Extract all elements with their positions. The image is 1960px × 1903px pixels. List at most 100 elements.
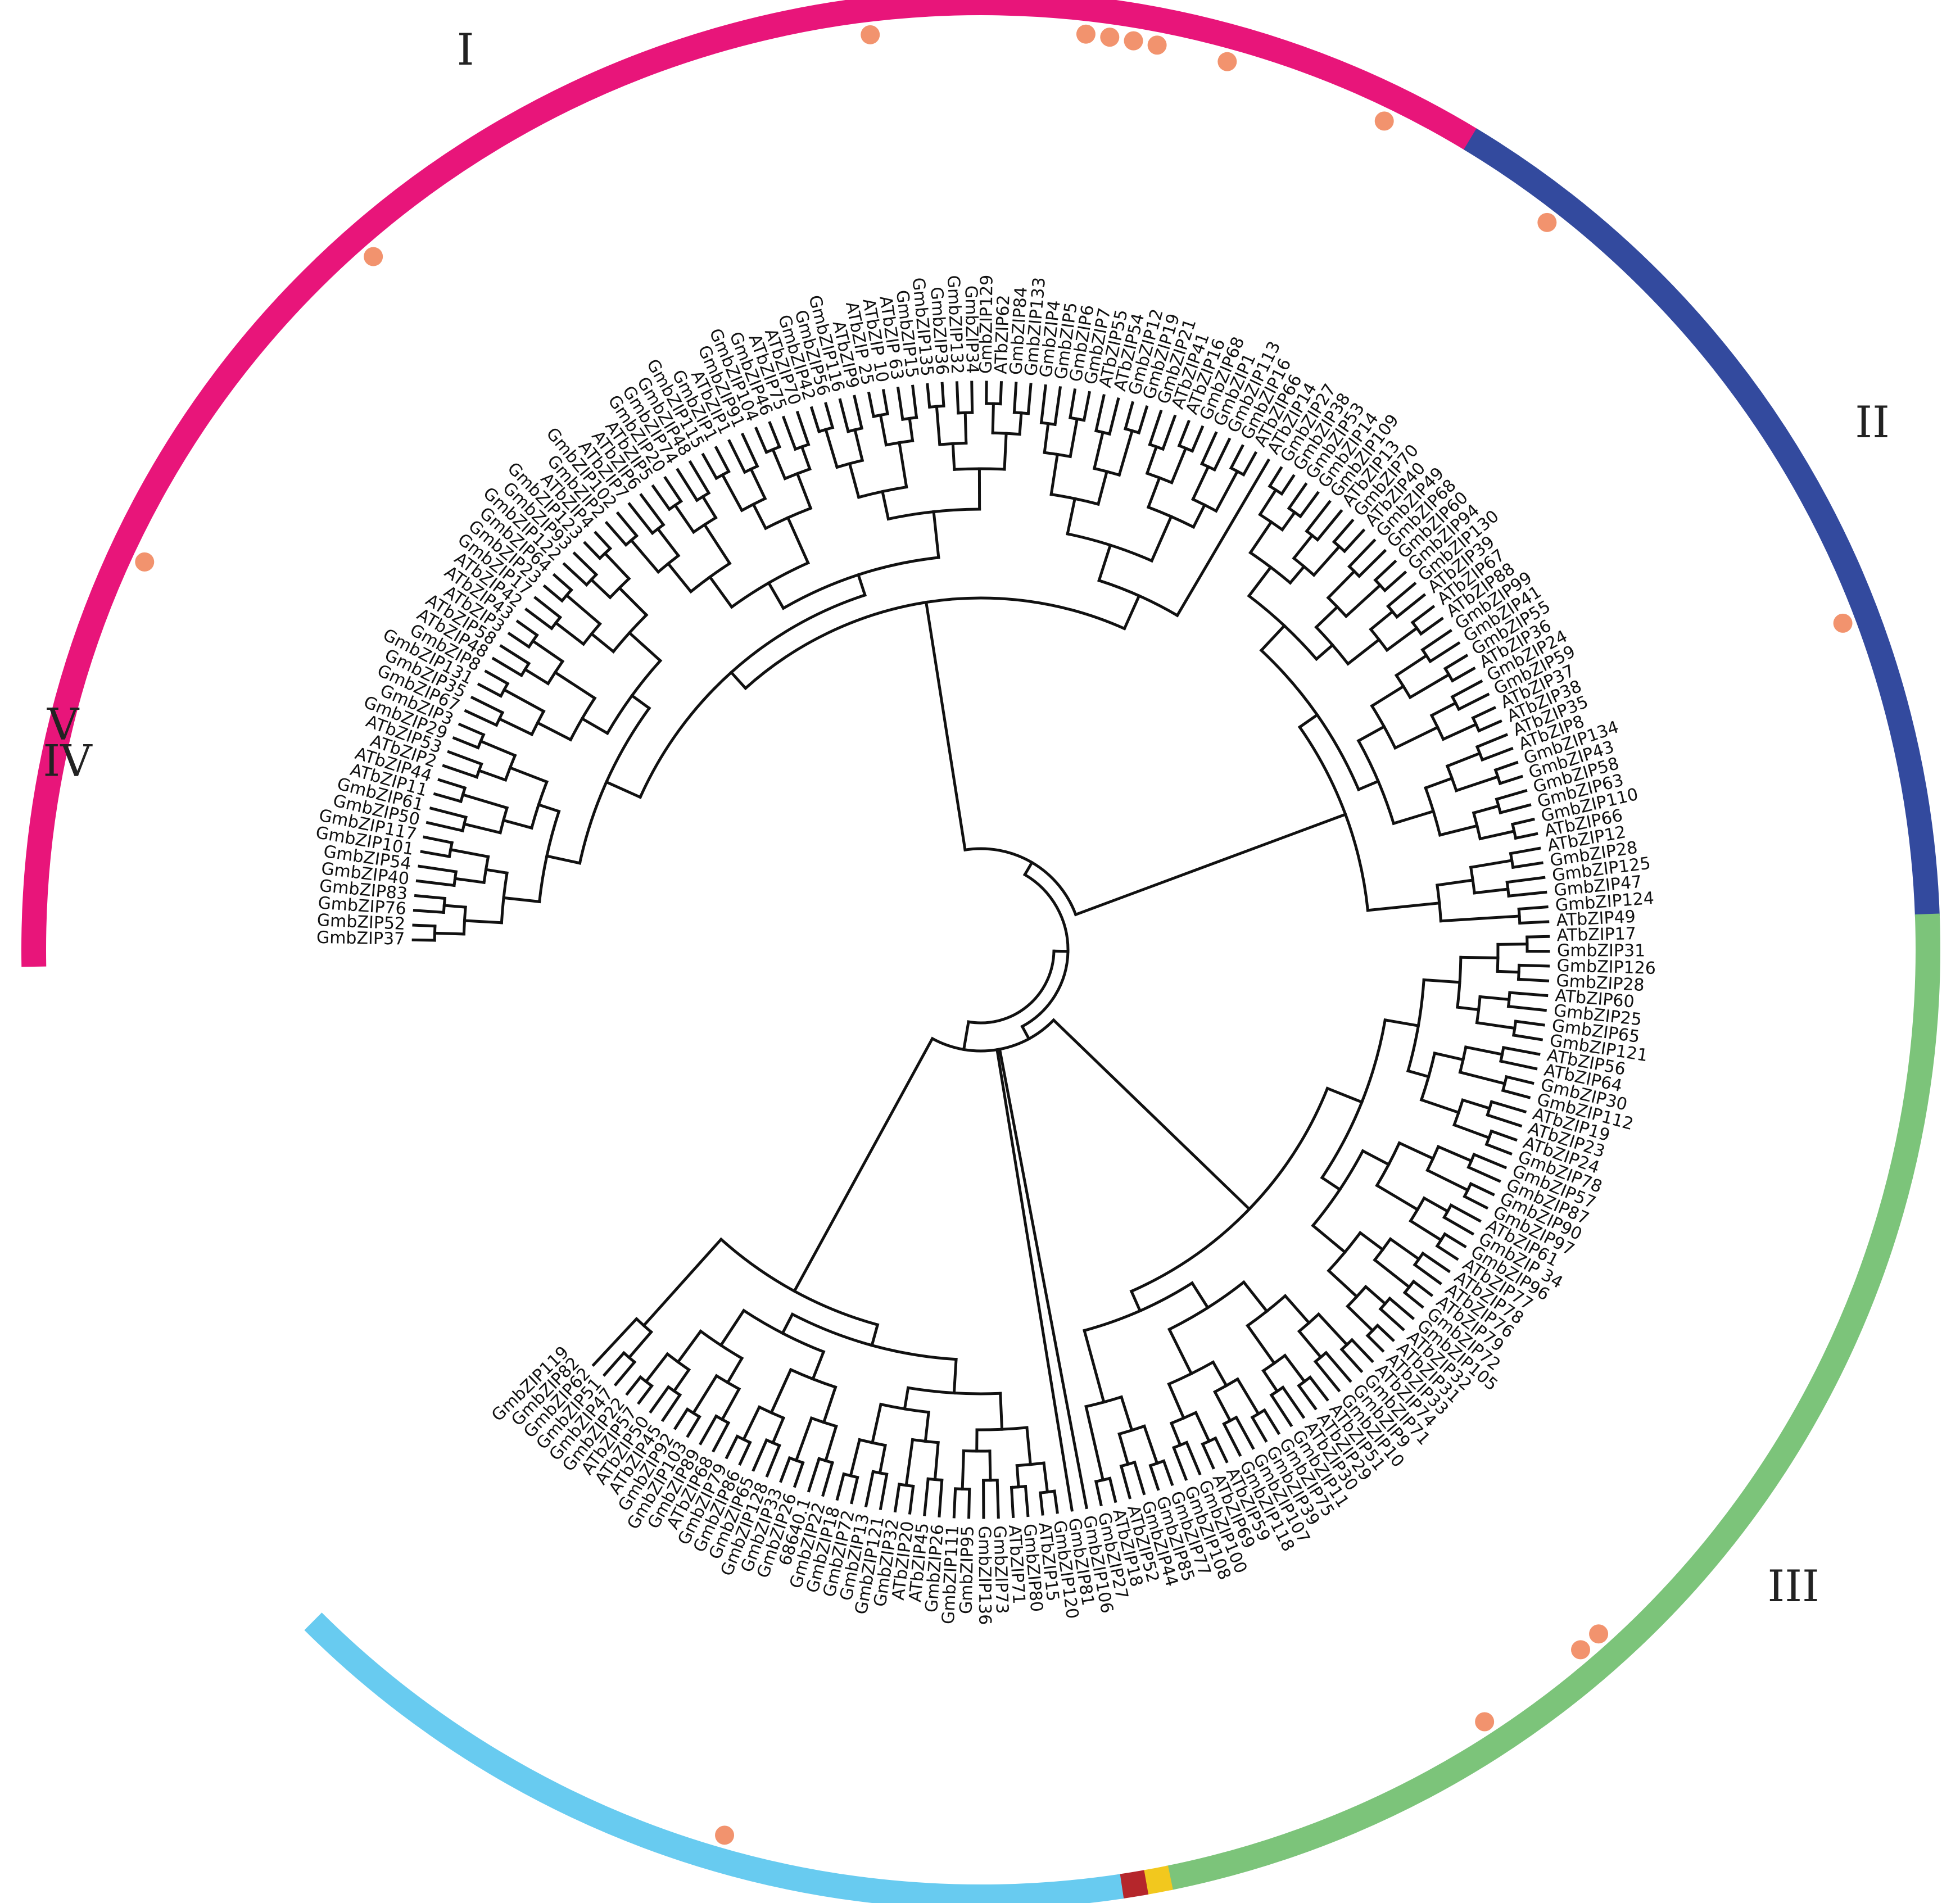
clade-label-i: I	[457, 25, 474, 75]
branch-line-504	[1083, 1329, 1106, 1404]
branch-arc-180	[928, 404, 945, 409]
branch-line-520	[998, 1047, 1088, 1510]
branch-arc-393	[1499, 1046, 1505, 1063]
branch-line-394	[1501, 1046, 1541, 1056]
branch-line-362	[1325, 1086, 1364, 1104]
branch-line-445	[1402, 1290, 1424, 1309]
leaf-label-group: GmbZIP37GmbZIP52GmbZIP76GmbZIP83GmbZIP40…	[314, 275, 1656, 1625]
branch-line-305	[1428, 641, 1461, 664]
branch-arc-172	[901, 416, 918, 422]
branch-line-456	[1129, 1289, 1142, 1313]
branch-line-292	[1385, 626, 1419, 653]
branch-line-69	[477, 682, 503, 698]
branch-line-455	[1365, 1333, 1385, 1353]
branch-line-114	[615, 511, 639, 538]
branch-line-521	[962, 1020, 970, 1052]
branch-line-221	[1124, 401, 1135, 431]
branch-line-412	[1361, 1149, 1391, 1167]
branch-line-282	[1344, 583, 1382, 619]
branch-line-550	[967, 1488, 971, 1519]
branch-line-554	[924, 1411, 930, 1443]
branch-line-149	[781, 415, 798, 451]
branch-line-569	[864, 1470, 875, 1508]
branch-line-624	[613, 1360, 637, 1387]
branch-line-269	[1315, 509, 1343, 542]
branch-line-524	[792, 1036, 935, 1293]
branch-arc-104	[781, 556, 940, 610]
leaf-marker-dot	[1475, 1712, 1495, 1732]
branch-arc-8	[638, 593, 867, 799]
branch-arc-162	[846, 426, 864, 433]
branch-line-260	[1280, 510, 1297, 532]
branch-arc-36	[529, 780, 549, 830]
branch-arc-22	[442, 896, 447, 914]
branch-arc-571	[842, 1472, 859, 1479]
branch-line-9	[604, 780, 642, 799]
branch-arc-198	[1097, 578, 1179, 618]
branch-line-320	[1392, 809, 1436, 826]
branch-line-115	[655, 527, 681, 558]
branch-line-327	[1480, 746, 1514, 762]
branch-arc-431	[1435, 1232, 1447, 1248]
branch-line-17	[433, 931, 466, 936]
leaf-marker-dot	[1147, 35, 1167, 55]
branch-line-546	[995, 1478, 1000, 1519]
branch-arc-265	[1292, 556, 1316, 577]
branch-line-358	[1020, 1025, 1031, 1041]
branch-line-441	[1413, 1262, 1442, 1285]
branch-line-408	[1490, 1129, 1518, 1142]
branch-arc-473	[1261, 1353, 1287, 1373]
clade-arc-iii	[1165, 913, 1940, 1891]
branch-line-240	[1212, 437, 1232, 472]
branch-line-484	[1211, 1360, 1229, 1388]
branch-line-324	[1445, 751, 1482, 768]
branch-line-478	[1261, 1369, 1279, 1393]
branch-arc-178	[938, 441, 968, 446]
branch-line-380	[1478, 995, 1511, 1002]
branch-line-27	[453, 877, 486, 885]
branch-line-580	[823, 1424, 838, 1463]
branch-line-452	[1345, 1304, 1375, 1333]
branch-line-274	[1314, 643, 1335, 661]
branch-line-203	[1049, 452, 1060, 496]
branch-line-399	[1501, 1089, 1531, 1099]
branch-line-590	[771, 1416, 786, 1445]
branch-line-574	[780, 1312, 795, 1335]
leaf-label: ATbZIP71	[1004, 1524, 1029, 1605]
branch-line-600	[726, 1356, 744, 1385]
branch-line-336	[1495, 789, 1528, 801]
branch-line-364	[1383, 1018, 1420, 1028]
branch-line-598	[719, 1308, 746, 1348]
clade-label-iv: IV	[43, 736, 93, 787]
branch-line-464	[1316, 1312, 1349, 1347]
branch-line-560	[904, 1438, 915, 1487]
branch-line-416	[1436, 1144, 1473, 1163]
branch-line-174	[911, 384, 918, 419]
branch-line-326	[1475, 733, 1509, 749]
branch-line-566	[878, 1443, 887, 1475]
branch-line-454	[1375, 1323, 1395, 1343]
leaf-marker-dot	[1076, 24, 1096, 44]
leaf-marker-dot	[1100, 28, 1120, 47]
branch-arc-78	[527, 633, 539, 649]
branch-line-129	[786, 515, 810, 565]
branch-line-195	[1012, 382, 1018, 414]
branch-line-372	[1526, 935, 1550, 939]
clade-label-iii: III	[1767, 1561, 1819, 1612]
branch-arc-152	[886, 508, 981, 521]
branch-line-20	[412, 923, 437, 928]
branch-line-515	[1119, 1464, 1132, 1499]
branch-line-131	[751, 502, 768, 531]
leaf-label: GmbZIP52	[316, 910, 406, 934]
branch-arc-539	[1010, 1485, 1027, 1489]
branch-line-541	[1010, 1485, 1015, 1518]
branch-line-103	[856, 573, 867, 597]
branch-line-79	[507, 632, 531, 649]
branch-line-49	[477, 768, 508, 782]
branch-line-503	[1172, 1446, 1188, 1481]
branch-arc-299	[1370, 704, 1397, 750]
branch-line-215	[1092, 431, 1105, 470]
branch-line-406	[1452, 1123, 1491, 1140]
branch-line-153	[880, 490, 890, 521]
